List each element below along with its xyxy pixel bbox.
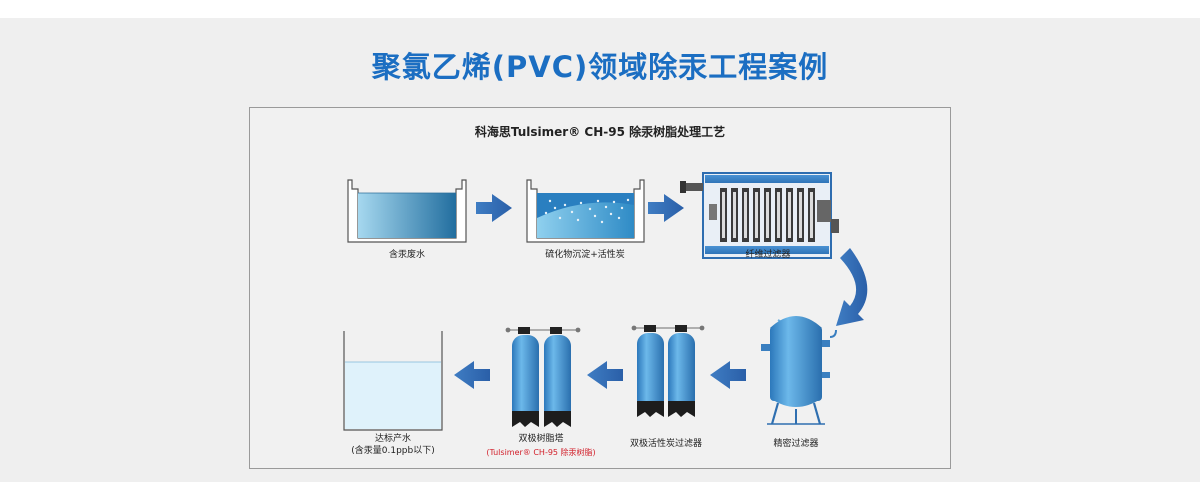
product-water-tank [343,331,443,431]
step-label-carbon-filter: 双极活性炭过滤器 [629,439,703,449]
carbon-vessel-2 [668,325,695,417]
step-label-product-water: 达标产水 [374,434,412,444]
step-sublabel-product-water: (含汞量0.1ppb以下) [351,446,435,456]
diagram-title: 科海思Tulsimer® CH-95 除汞树脂处理工艺 [474,125,726,139]
particles [544,198,630,224]
left-arrow-icon [587,361,623,389]
step-label-precision-filter: 精密过滤器 [773,439,819,449]
carbon-vessel-1 [637,325,664,417]
curved-down-arrow-icon [836,248,868,326]
process-diagram-frame: 科海思Tulsimer® CH-95 除汞树脂处理工艺 [249,107,951,469]
process-diagram-svg [343,172,868,431]
page-title: 聚氯乙烯(PVC)领域除汞工程案例 [371,50,829,84]
precision-filter [761,316,837,425]
step-label-raw-water: 含汞废水 [388,250,426,260]
step-label-sedimentation: 硫化物沉淀+活性炭 [545,250,625,260]
step-sublabel-resin-tower: (Tulsimer® CH-95 除汞树脂) [486,448,596,457]
resin-vessel-2 [544,327,571,427]
left-arrow-icon [454,361,490,389]
raw-water-tank [347,179,467,243]
resin-vessel-1 [512,327,539,427]
carbon-filter-pair [631,325,705,417]
fiber-filter [680,172,839,259]
right-arrow-icon [648,194,684,222]
step-label-fiber-filter: 纤维过滤器 [745,250,791,260]
right-arrow-icon [476,194,512,222]
left-arrow-icon [710,361,746,389]
step-label-resin-tower: 双极树脂塔 [518,434,564,444]
resin-tower-pair [505,327,581,427]
sedimentation-tank [526,179,645,243]
